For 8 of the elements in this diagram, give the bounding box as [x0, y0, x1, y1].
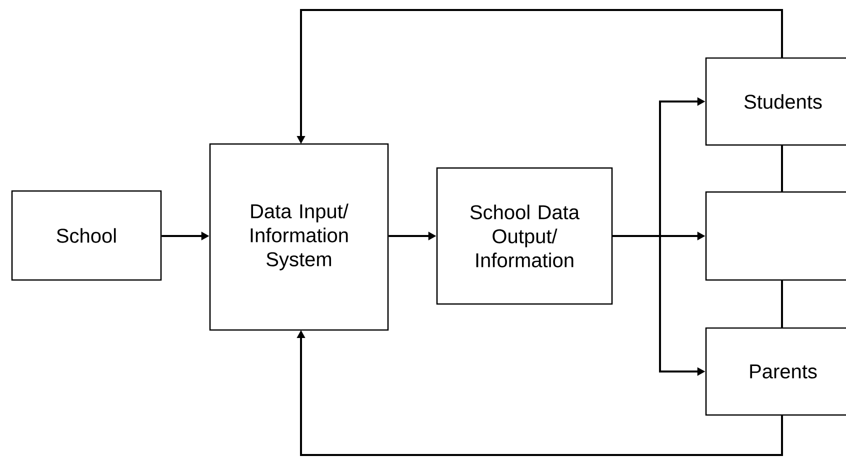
process-box: Parents — [705, 327, 846, 416]
process-box: School — [11, 190, 162, 281]
process-box — [705, 191, 846, 281]
process-box: School Data Output/ Information — [436, 167, 613, 305]
process-box: Data Input/ Information System — [209, 143, 389, 331]
process-box: Students — [705, 57, 846, 146]
connector-line — [781, 280, 783, 328]
connector-line — [781, 145, 783, 192]
